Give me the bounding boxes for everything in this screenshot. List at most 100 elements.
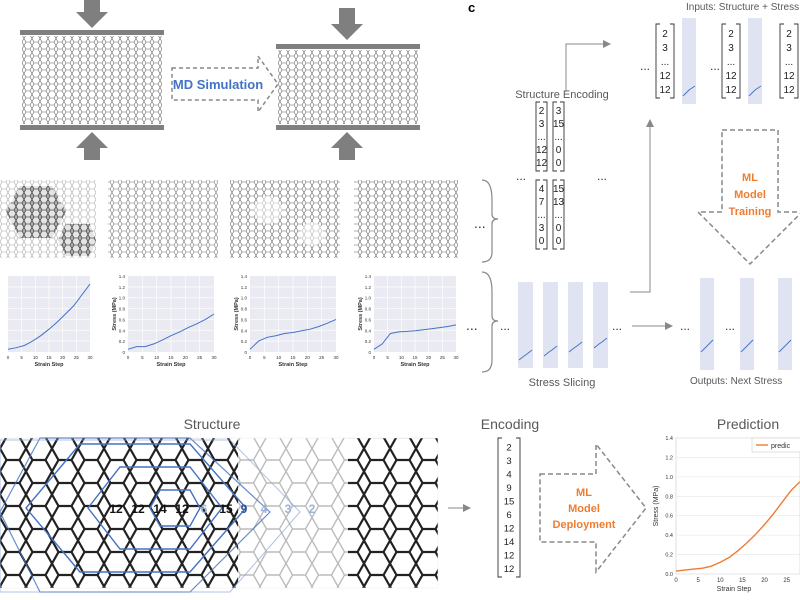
x-axis-label: Strain Step xyxy=(34,362,64,368)
bracket-left xyxy=(721,23,726,99)
x-tick-label: 30 xyxy=(333,355,339,360)
x-tick-label: 10 xyxy=(717,578,724,584)
vector-entry: 12 xyxy=(659,85,671,96)
dashed-arrow-icon xyxy=(171,53,279,115)
slice-curve xyxy=(700,339,714,353)
y-tick-label: 0.2 xyxy=(119,339,126,344)
compress-arrow-down-icon xyxy=(76,0,108,28)
x-tick-label: 0 xyxy=(674,578,678,584)
y-tick-label: 1.0 xyxy=(365,296,372,301)
encoding-title: Encoding xyxy=(481,416,539,432)
slice-panel xyxy=(700,278,714,370)
compress-arrow-down-icon xyxy=(331,8,363,40)
x-tick-label: 10 xyxy=(399,355,405,360)
prediction-title: Prediction xyxy=(717,416,779,432)
ring-number: 4 xyxy=(261,502,268,516)
x-tick-label: 20 xyxy=(305,355,311,360)
y-tick-label: 0.6 xyxy=(365,317,372,322)
stress-slicing-label: Stress Slicing xyxy=(529,377,596,389)
vector-entry: 2 xyxy=(786,29,792,40)
y-tick-label: 1.0 xyxy=(665,475,673,481)
y-tick-label: 1.2 xyxy=(119,285,126,290)
vector-entry: 4 xyxy=(506,470,511,481)
bracket-left xyxy=(655,23,660,99)
ellipsis: ... xyxy=(516,169,526,183)
ring-outline xyxy=(25,443,247,573)
vector-entry: 7 xyxy=(539,197,545,208)
vector-entry: 3 xyxy=(662,43,668,54)
x-tick-label: 15 xyxy=(412,355,418,360)
y-tick-label: 1.4 xyxy=(241,274,248,279)
bracket-right xyxy=(736,23,741,99)
structure-thumbnail xyxy=(354,180,458,258)
ml-deployment-label-1: ML xyxy=(576,487,592,499)
bottom-plate xyxy=(20,125,164,130)
x-tick-label: 20 xyxy=(761,578,768,584)
output-slice xyxy=(740,278,754,370)
lattice-light xyxy=(238,438,348,588)
y-tick-label: 0 xyxy=(368,350,371,355)
x-tick-label: 5 xyxy=(141,355,144,360)
slice-curve xyxy=(543,345,558,357)
x-tick-label: 25 xyxy=(783,578,790,584)
vector-entry: 15 xyxy=(504,497,515,508)
vector-entry: ... xyxy=(537,210,545,221)
vector-entry: 12 xyxy=(536,145,548,156)
x-axis-label: Strain Step xyxy=(278,362,308,368)
stress-slice xyxy=(568,282,583,368)
ellipsis: ... xyxy=(474,215,486,231)
bracket-right xyxy=(543,101,548,172)
prediction-line xyxy=(675,481,800,572)
x-axis-label: Strain Step xyxy=(400,362,430,368)
vector-entry: 12 xyxy=(783,85,795,96)
x-tick-label: 15 xyxy=(46,355,52,360)
y-tick-label: 1.2 xyxy=(665,455,673,461)
arrow-icon xyxy=(630,119,654,293)
vector-entry: 15 xyxy=(553,119,565,130)
bracket-right xyxy=(560,101,565,172)
y-tick-label: 0.6 xyxy=(119,317,126,322)
ellipsis: ... xyxy=(710,59,720,73)
vector-entry: 2 xyxy=(539,106,545,117)
y-tick-label: 1.2 xyxy=(365,285,372,290)
series-line xyxy=(373,324,457,350)
structure-encoding-title: Structure Encoding xyxy=(515,89,609,101)
bracket-right xyxy=(516,437,521,578)
bracket-right xyxy=(670,23,675,99)
y-tick-label: 0.0 xyxy=(665,572,673,578)
vector-entry: 0 xyxy=(556,223,562,234)
ml-deployment-label-3: Deployment xyxy=(553,519,616,531)
slice-panel xyxy=(778,278,792,370)
slice-panel xyxy=(543,282,558,368)
ellipsis: ... xyxy=(612,319,622,333)
y-tick-label: 0.6 xyxy=(665,514,673,520)
y-tick-label: 0.8 xyxy=(241,307,248,312)
y-axis-label: Stress (MPa) xyxy=(234,297,240,330)
slice-panel xyxy=(518,282,533,368)
legend-label: predic xyxy=(771,443,791,450)
y-axis-label: Stress (MPa) xyxy=(653,486,660,527)
brace-icon xyxy=(481,179,499,263)
vector-entry: 2 xyxy=(506,443,511,454)
stress-slice xyxy=(593,282,608,368)
brace-icon xyxy=(481,271,499,373)
x-tick-label: 25 xyxy=(197,355,203,360)
y-tick-label: 0.8 xyxy=(365,307,372,312)
y-tick-label: 1.4 xyxy=(665,436,673,442)
stress-slice xyxy=(518,282,533,368)
stress-slices xyxy=(518,282,608,368)
graphene-sheet xyxy=(22,36,162,124)
y-tick-label: 0.2 xyxy=(241,339,248,344)
y-tick-label: 1.4 xyxy=(365,274,372,279)
stress-slice xyxy=(543,282,558,368)
vector-entry: ... xyxy=(785,57,793,68)
ellipsis: ... xyxy=(466,317,478,333)
y-tick-label: 0.4 xyxy=(241,328,248,333)
